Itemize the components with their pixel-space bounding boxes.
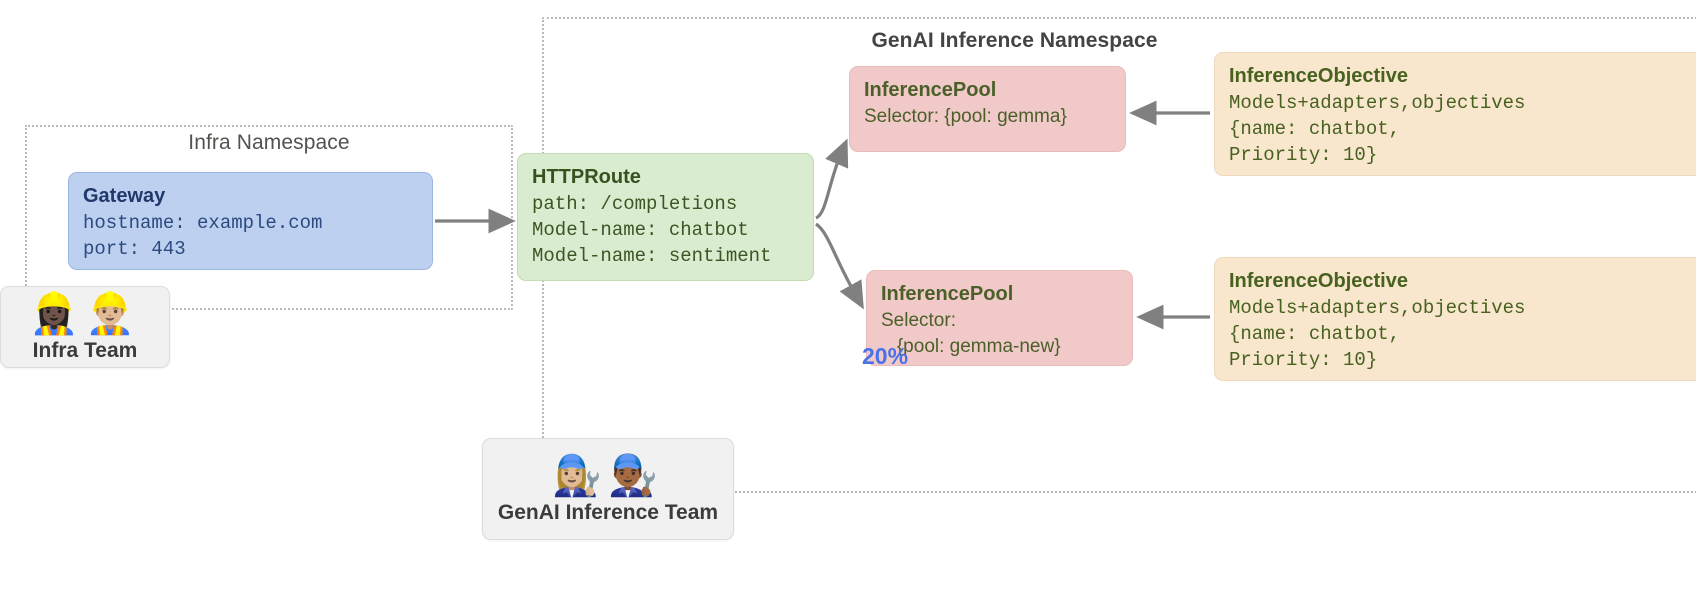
httproute-model-name-sentiment: Model-name: sentiment bbox=[532, 245, 772, 267]
httproute-path: path: /completions bbox=[532, 193, 738, 215]
team-genai-label: GenAI Inference Team bbox=[497, 501, 719, 524]
node-httproute[interactable]: HTTPRoute path: /completions Model-name:… bbox=[517, 153, 814, 281]
team-card-infra[interactable]: 👷🏿‍♀️👷🏼‍♂️ Infra Team bbox=[0, 286, 170, 368]
team-infra-label: Infra Team bbox=[32, 339, 138, 362]
httproute-title: HTTPRoute bbox=[532, 166, 641, 188]
namespace-infra-label: Infra Namespace bbox=[188, 131, 350, 154]
inferencepool-selector-value: {pool: gemma-new} bbox=[881, 336, 1061, 357]
node-inferencepool-gemma-new[interactable]: InferencePool Selector: {pool: gemma-new… bbox=[866, 270, 1133, 366]
inferenceobjective-name: {name: chatbot, bbox=[1229, 323, 1401, 345]
construction-worker-icon: 👷🏿‍♀️👷🏼‍♂️ bbox=[29, 292, 141, 336]
inferenceobjective-models: Models+adapters,objectives bbox=[1229, 92, 1526, 114]
traffic-split-label: 20% bbox=[862, 343, 909, 369]
node-inferencepool-gemma[interactable]: InferencePool Selector: {pool: gemma} bbox=[849, 66, 1126, 152]
inferenceobjective-priority: Priority: 10} bbox=[1229, 349, 1378, 371]
team-card-genai[interactable]: 👩🏼‍🔧👨🏾‍🔧 GenAI Inference Team bbox=[482, 438, 734, 540]
namespace-genai-label: GenAI Inference Namespace bbox=[871, 29, 1158, 52]
inferenceobjective-title: InferenceObjective bbox=[1229, 65, 1408, 87]
httproute-model-name-chatbot: Model-name: chatbot bbox=[532, 219, 749, 241]
inferenceobjective-name: {name: chatbot, bbox=[1229, 118, 1401, 140]
inferenceobjective-priority: Priority: 10} bbox=[1229, 144, 1378, 166]
inferenceobjective-title: InferenceObjective bbox=[1229, 270, 1408, 292]
inferencepool-title: InferencePool bbox=[864, 79, 997, 101]
mechanic-icon: 👩🏼‍🔧👨🏾‍🔧 bbox=[552, 454, 664, 498]
gateway-title: Gateway bbox=[83, 185, 166, 207]
inferencepool-selector: Selector: {pool: gemma} bbox=[864, 106, 1067, 127]
inferenceobjective-models: Models+adapters,objectives bbox=[1229, 297, 1526, 319]
inferencepool-title: InferencePool bbox=[881, 283, 1014, 305]
node-gateway[interactable]: Gateway hostname: example.com port: 443 bbox=[68, 172, 433, 270]
node-inferenceobjective-1[interactable]: InferenceObjective Models+adapters,objec… bbox=[1214, 52, 1696, 176]
gateway-port: port: 443 bbox=[83, 238, 186, 260]
gateway-hostname: hostname: example.com bbox=[83, 212, 323, 234]
inferencepool-selector: Selector: bbox=[881, 310, 956, 331]
node-inferenceobjective-2[interactable]: InferenceObjective Models+adapters,objec… bbox=[1214, 257, 1696, 381]
